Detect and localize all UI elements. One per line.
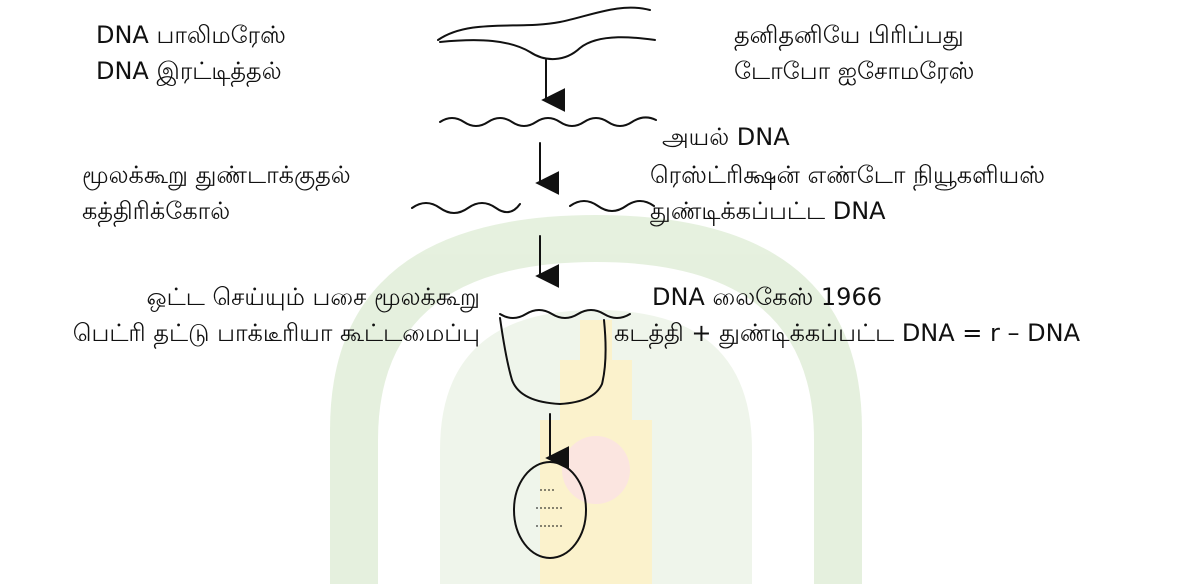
label-molecular-glue: ஒட்ட செய்யும் பசை மூலக்கூறு [147,282,480,312]
label-dna-ligase: DNA லைகேஸ் 1966 [652,282,882,312]
cut-dna-fragment-right [570,201,654,211]
label-foreign-dna: அயல் DNA [662,122,790,152]
label-molecular-cutting: மூலக்கூறு துண்டாக்குதல் [82,160,351,190]
label-scissors: கத்திரிக்கோல் [82,196,230,226]
label-cut-dna: துண்டிக்கப்பட்ட DNA [650,196,886,226]
label-restriction-endonuclease: ரெஸ்ட்ரிக்ஷன் எண்டோ நியூகளியஸ் [650,160,1045,190]
dna-strand-top [438,8,650,40]
label-petri-bacteria: பெட்ரி தட்டு பாக்டீரியா கூட்டமைப்பு [73,318,480,348]
label-equation: கடத்தி + துண்டிக்கப்பட்ட DNA = r – DNA [614,318,1080,348]
cut-dna-fragment-left [412,203,520,213]
bacterium-cell [514,462,586,558]
petri-vessel [500,318,606,404]
foreign-dna-strand [440,117,656,126]
label-dna-replication: DNA இரட்டித்தல் [96,56,282,86]
label-dna-polymerase: DNA பாலிமரேஸ் [96,20,286,50]
dna-strand-bottom [440,37,655,59]
label-strand-separation: தனிதனியே பிரிப்பது [734,20,964,50]
label-topoisomerase: டோபோ ஐசோமரேஸ் [734,56,974,86]
ligated-dna-strand [500,310,630,318]
